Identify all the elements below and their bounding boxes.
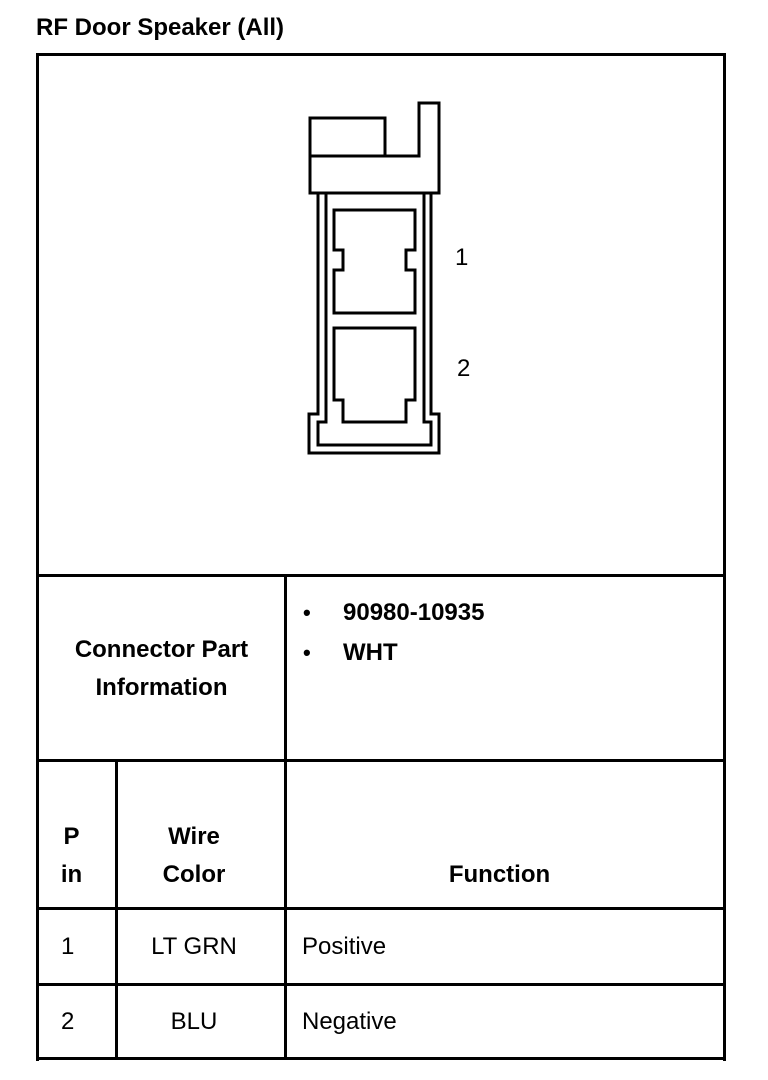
row2-function: Negative	[302, 1008, 397, 1035]
part-info-item: • 90980-10935	[303, 593, 484, 633]
connector-body-outline	[307, 193, 441, 455]
cavity-label-2: 2	[457, 355, 471, 382]
header-wire-line2: Color	[162, 861, 226, 888]
divider-row2-bottom	[36, 1057, 726, 1060]
header-pin: P in	[39, 818, 104, 894]
cavity-2	[332, 326, 417, 424]
divider-diagram-bottom	[36, 574, 726, 577]
cavity-1	[332, 208, 417, 315]
row1-pin: 1	[61, 933, 75, 960]
connector-color: WHT	[343, 639, 398, 666]
part-info-label: Connector Part Information	[39, 631, 284, 707]
divider-header-bottom	[36, 907, 726, 910]
part-number: 90980-10935	[343, 599, 485, 626]
row1-function: Positive	[302, 933, 387, 960]
divider-partinfo-bottom	[36, 759, 726, 762]
connector-latch	[308, 101, 441, 195]
part-info-label-line1: Connector Part	[74, 636, 249, 663]
bullet-icon: •	[303, 600, 311, 625]
connector-info-frame	[36, 53, 726, 1061]
divider-row1-bottom	[36, 983, 726, 986]
part-info-label-line2: Information	[95, 674, 228, 701]
part-info-item: • WHT	[303, 633, 484, 673]
header-pin-line1: P	[63, 823, 80, 850]
column-divider-pin	[115, 759, 118, 1060]
bullet-icon: •	[303, 640, 311, 665]
part-info-list: • 90980-10935 • WHT	[303, 593, 484, 673]
header-pin-line2: in	[60, 861, 83, 888]
connector-face-diagram	[307, 101, 441, 455]
row1-wire-color: LT GRN	[151, 933, 237, 960]
cavity-label-1: 1	[455, 244, 469, 271]
column-divider-main	[284, 574, 287, 1060]
row2-wire-color: BLU	[170, 1008, 218, 1035]
header-wire-line1: Wire	[168, 823, 220, 850]
row2-pin: 2	[61, 1008, 75, 1035]
connector-body-inner	[316, 193, 433, 447]
header-function: Function	[448, 861, 551, 888]
header-wire-color: Wire Color	[118, 818, 270, 894]
page-title: RF Door Speaker (All)	[36, 14, 285, 41]
